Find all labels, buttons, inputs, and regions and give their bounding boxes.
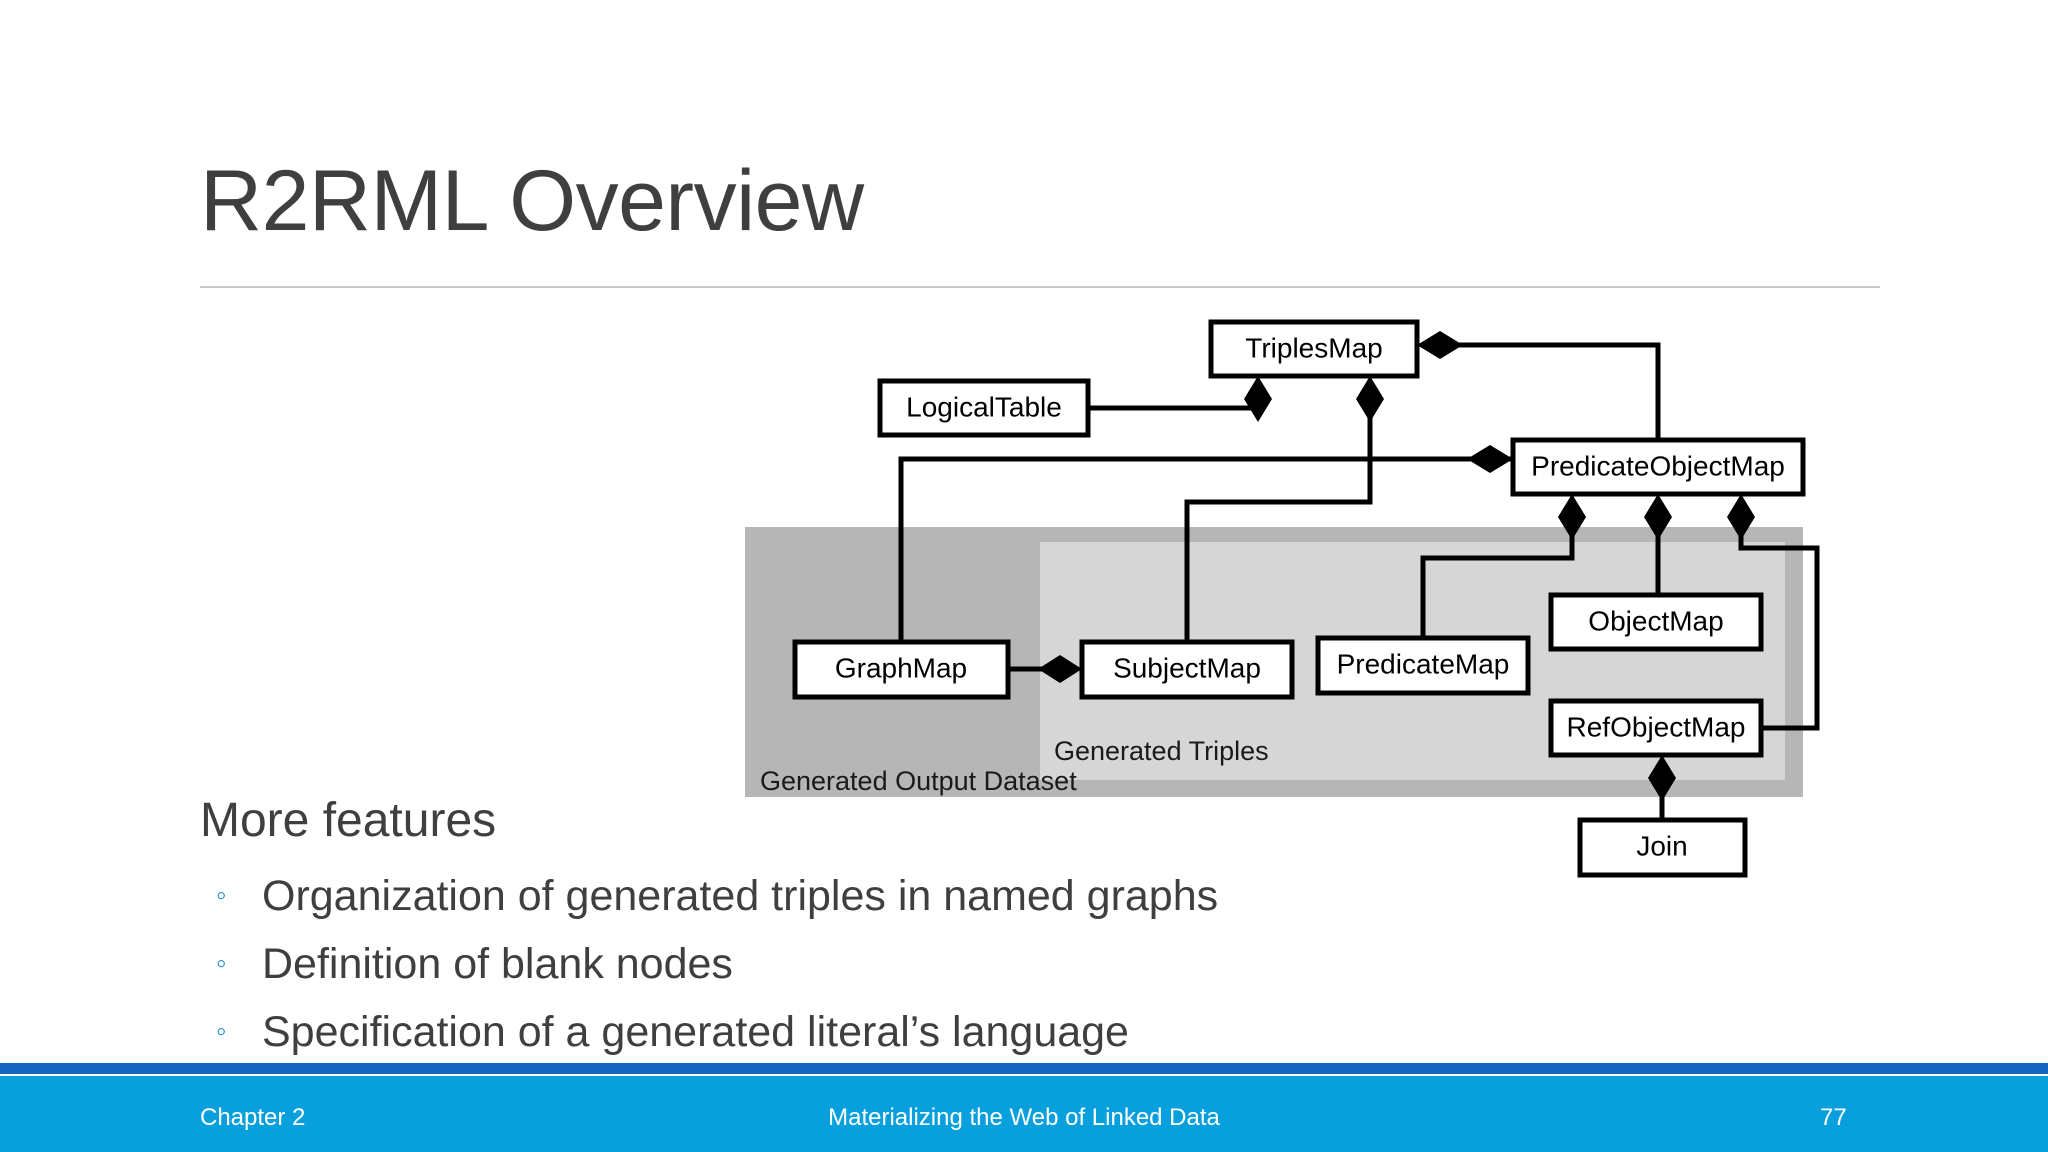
page-title: R2RML Overview xyxy=(200,153,864,249)
node-object-map[interactable]: ObjectMap xyxy=(1548,592,1764,652)
list-item: ◦ Organization of generated triples in n… xyxy=(210,862,1218,930)
edge-refobjectmap-predicateobjectmap xyxy=(1738,506,1820,731)
node-label-object-map: ObjectMap xyxy=(1588,605,1723,636)
node-label-logical-table: LogicalTable xyxy=(906,391,1062,422)
node-graph-map[interactable]: GraphMap xyxy=(792,639,1011,700)
node-label-predicate-object-map: PredicateObjectMap xyxy=(1531,450,1785,481)
bullet-marker-icon: ◦ xyxy=(216,879,227,912)
diamond-triplesmap-logicaltable xyxy=(1244,376,1272,422)
footer-accent-strip xyxy=(0,1063,2048,1074)
diagram-nodes: TriplesMap LogicalTable PredicateObjectM… xyxy=(792,319,1806,878)
node-ref-object-map[interactable]: RefObjectMap xyxy=(1548,698,1764,758)
list-item-label: Organization of generated triples in nam… xyxy=(262,872,1219,920)
diamond-refobjectmap-join xyxy=(1648,755,1676,801)
diamond-predicateobjectmap-objectmap xyxy=(1644,494,1672,540)
node-label-subject-map: SubjectMap xyxy=(1113,652,1261,683)
group-generated-output-dataset xyxy=(745,527,1803,797)
diamond-predicateobjectmap-left xyxy=(1467,445,1513,473)
diamond-triplesmap-subjectmap xyxy=(1356,376,1384,422)
node-label-ref-object-map: RefObjectMap xyxy=(1567,711,1746,742)
composition-diamonds xyxy=(1038,331,1755,801)
title-divider xyxy=(200,286,1880,288)
footer-page-number: 77 xyxy=(1820,1104,1847,1131)
diamond-subjectmap-graphmap xyxy=(1038,655,1082,683)
body-heading: More features xyxy=(200,794,497,847)
edge-predicatemap-predicateobjectmap xyxy=(1420,506,1575,638)
feature-bullet-list: ◦ Organization of generated triples in n… xyxy=(210,862,1218,1066)
node-triples-map[interactable]: TriplesMap xyxy=(1208,319,1420,379)
node-predicate-object-map[interactable]: PredicateObjectMap xyxy=(1510,437,1806,497)
connector-lines xyxy=(898,342,1820,820)
list-item: ◦ Definition of blank nodes xyxy=(210,930,1218,998)
node-join[interactable]: Join xyxy=(1577,817,1748,878)
bullet-marker-icon: ◦ xyxy=(216,1015,227,1048)
group-label-generated-output-dataset: Generated Output Dataset xyxy=(760,766,1077,796)
diamond-triplesmap-predicateobjectmap xyxy=(1417,331,1463,359)
node-label-triples-map: TriplesMap xyxy=(1245,332,1382,363)
list-item: ◦ Specification of a generated literal’s… xyxy=(210,998,1218,1066)
group-generated-triples xyxy=(1040,542,1785,780)
node-predicate-map[interactable]: PredicateMap xyxy=(1315,635,1531,696)
list-item-label: Definition of blank nodes xyxy=(262,940,733,988)
edge-logicaltable-triplesmap xyxy=(1088,388,1261,411)
footer-bar xyxy=(0,1076,2048,1152)
node-subject-map[interactable]: SubjectMap xyxy=(1079,639,1295,700)
node-label-predicate-map: PredicateMap xyxy=(1337,648,1510,679)
edge-graphmap-triplesmap xyxy=(898,456,1512,642)
node-label-graph-map: GraphMap xyxy=(835,652,967,683)
footer-title-label: Materializing the Web of Linked Data xyxy=(828,1104,1220,1131)
node-logical-table[interactable]: LogicalTable xyxy=(877,378,1091,438)
bullet-marker-icon: ◦ xyxy=(216,947,227,980)
edge-subjectmap-triplesmap xyxy=(1184,388,1373,642)
edge-predicateobjectmap-triplesmap xyxy=(1456,342,1661,440)
footer-chapter-label: Chapter 2 xyxy=(200,1104,306,1131)
diamond-predicateobjectmap-predicatemap xyxy=(1558,494,1586,540)
diamond-predicateobjectmap-refobjectmap xyxy=(1727,494,1755,540)
node-label-join: Join xyxy=(1636,830,1687,861)
list-item-label: Specification of a generated literal’s l… xyxy=(262,1008,1129,1056)
group-label-generated-triples: Generated Triples xyxy=(1054,736,1269,766)
